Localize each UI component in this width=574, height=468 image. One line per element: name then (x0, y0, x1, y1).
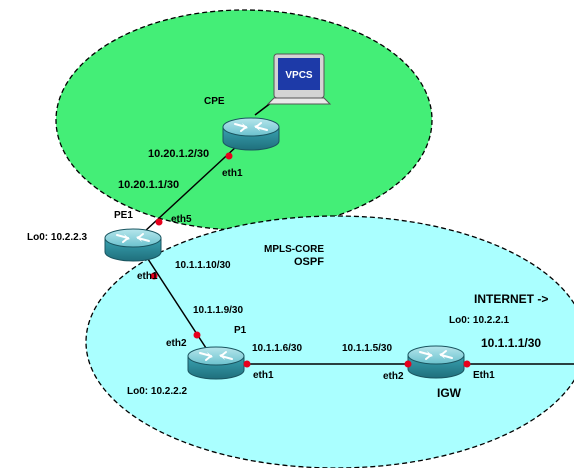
pe1-name-label: PE1 (114, 210, 133, 221)
p1-ip-eth2-label: 10.1.1.9/30 (193, 305, 244, 316)
port-dot-pe1-eth1 (150, 272, 158, 280)
cpe-ip-label: 10.20.1.2/30 (148, 148, 210, 160)
mpls-core-label: MPLS-CORE (264, 244, 324, 255)
ospf-label: OSPF (294, 256, 324, 268)
cpe-eth1-label: eth1 (222, 168, 243, 179)
cpe-router-icon[interactable] (222, 117, 280, 151)
igw-ip-eth1-label: 10.1.1.1/30 (481, 336, 542, 350)
pe1-eth1-label: eth1 (137, 271, 158, 282)
laptop-icon[interactable]: VPCS (266, 53, 332, 105)
igw-loopback-label: Lo0: 10.2.2.1 (449, 315, 510, 326)
p1-name-label: P1 (234, 325, 247, 336)
pe1-loopback-label: Lo0: 10.2.2.3 (27, 232, 88, 243)
port-dot-igw-eth2 (404, 360, 412, 368)
p1-loopback-label: Lo0: 10.2.2.2 (127, 386, 188, 397)
port-dot-p1-eth1 (243, 360, 251, 368)
igw-router-icon[interactable] (407, 345, 465, 379)
port-dot-igw-eth1 (463, 360, 471, 368)
port-dot-pe1-eth5 (155, 218, 163, 226)
igw-eth2-label: eth2 (383, 371, 404, 382)
p1-ip-eth1-label: 10.1.1.6/30 (252, 343, 303, 354)
cpe-name-label: CPE (204, 96, 225, 107)
pe1-ip-eth1-label: 10.1.1.10/30 (175, 260, 231, 271)
igw-ip-eth2-label: 10.1.1.5/30 (342, 343, 393, 354)
igw-name-label: IGW (437, 386, 461, 400)
vpcs-label: VPCS (285, 70, 313, 81)
p1-eth2-label: eth2 (166, 338, 187, 349)
pe1-router-icon[interactable] (104, 228, 162, 262)
port-dot-cpe-eth1 (225, 152, 233, 160)
internet-label: INTERNET -> (474, 292, 549, 306)
pe1-eth5-label: eth5 (171, 214, 192, 225)
p1-eth1-label: eth1 (253, 370, 274, 381)
port-dot-p1-eth2 (193, 331, 201, 339)
pe1-ip-eth5-label: 10.20.1.1/30 (118, 179, 180, 191)
mpls-core-zone (85, 215, 574, 468)
link-cpe-pe1 (143, 145, 238, 233)
p1-router-icon[interactable] (187, 346, 245, 380)
igw-eth1-label: Eth1 (473, 370, 495, 381)
